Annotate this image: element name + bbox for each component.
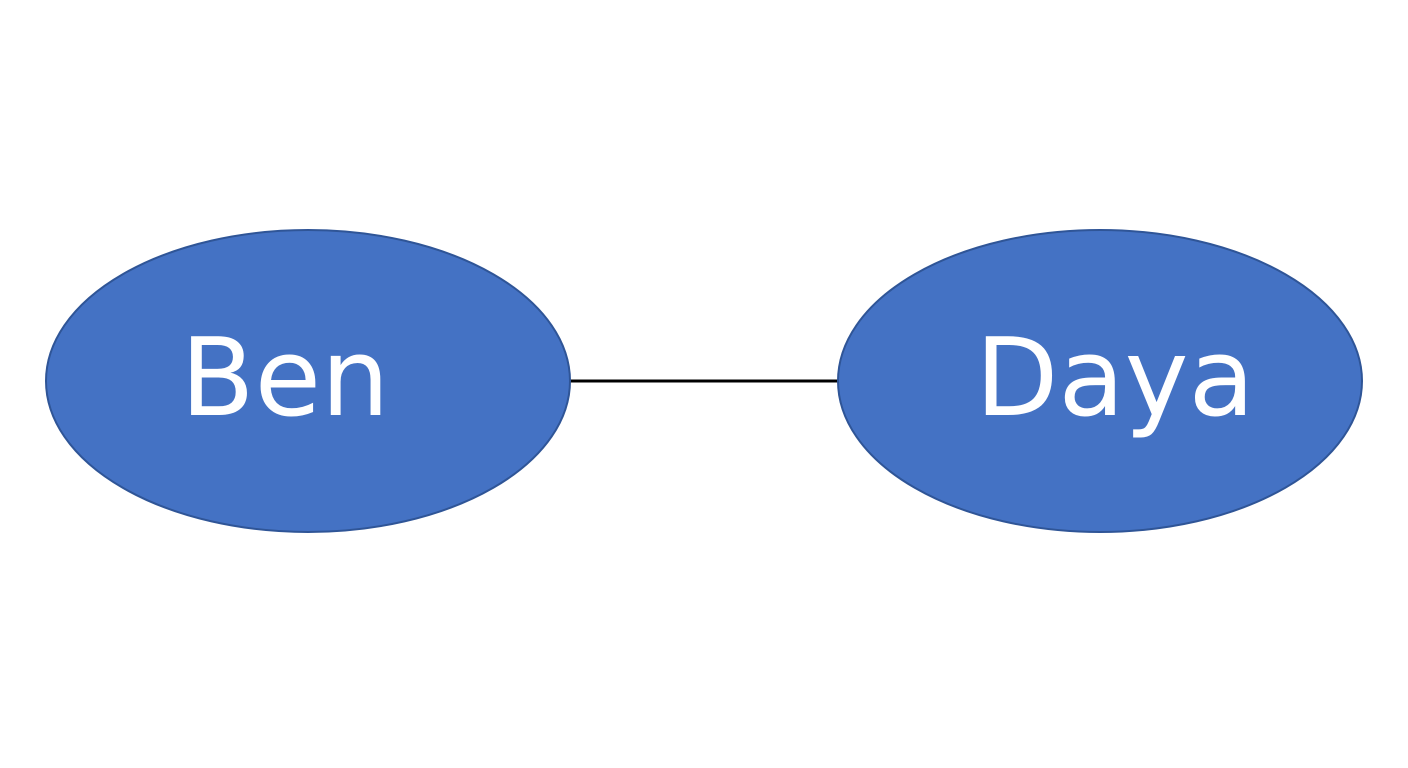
node-daya-shape[interactable] xyxy=(837,229,1363,533)
node-ben-label: Ben xyxy=(181,316,390,441)
node-ben-shape[interactable] xyxy=(45,229,571,533)
node-daya[interactable]: Daya xyxy=(837,229,1363,533)
node-ben[interactable]: Ben xyxy=(45,229,571,533)
node-daya-label: Daya xyxy=(975,316,1254,441)
